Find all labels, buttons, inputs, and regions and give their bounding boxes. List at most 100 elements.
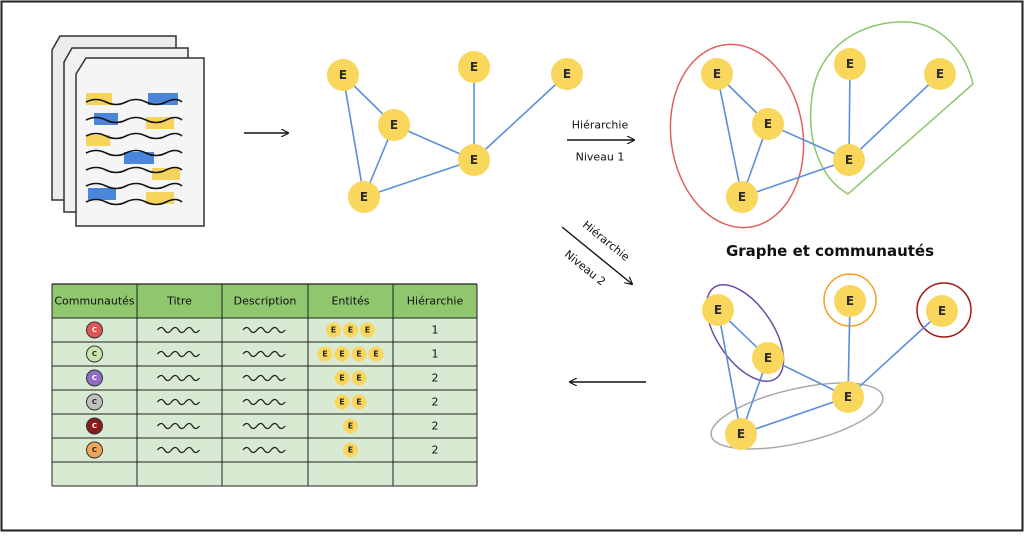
entity-node-label: E bbox=[339, 68, 347, 82]
entity-chip-label: E bbox=[339, 374, 344, 383]
community-badge: C bbox=[86, 393, 103, 411]
graph2-edge bbox=[741, 159, 850, 198]
entity-chip: E bbox=[368, 346, 384, 362]
squiggle-placeholder bbox=[242, 374, 286, 382]
community-badge-label: C bbox=[92, 350, 97, 358]
graph2-entity-node: E bbox=[833, 144, 865, 176]
hierarchy-cell: 2 bbox=[432, 420, 439, 433]
graph3-entity-node: E bbox=[725, 418, 757, 450]
squiggle-placeholder bbox=[242, 326, 286, 334]
graph3-entity-node: E bbox=[752, 342, 784, 374]
graph2-edge bbox=[716, 73, 743, 198]
hierarchy-cell: 2 bbox=[432, 372, 439, 385]
graph1-entity-node: E bbox=[551, 58, 583, 90]
graph1-entity-node: E bbox=[458, 51, 490, 83]
entity-chip-label: E bbox=[339, 398, 344, 407]
squiggle-placeholder bbox=[156, 374, 201, 382]
entity-chip-label: E bbox=[356, 374, 361, 383]
entity-node-label: E bbox=[764, 117, 772, 131]
hierarchy-cell: 1 bbox=[432, 348, 439, 361]
table-header-cell: Titre bbox=[166, 295, 192, 308]
graph1-entity-node: E bbox=[348, 181, 380, 213]
entity-node-label: E bbox=[563, 67, 571, 81]
graph3-edge bbox=[847, 310, 943, 398]
graph2-entity-node: E bbox=[752, 108, 784, 140]
entity-chip: E bbox=[326, 322, 341, 338]
community-gray-outline bbox=[710, 382, 884, 450]
entity-chip-label: E bbox=[348, 422, 353, 431]
entity-chip: E bbox=[351, 394, 367, 410]
entity-chip: E bbox=[334, 346, 350, 362]
graph2-entity-node: E bbox=[701, 58, 733, 90]
graph1-entity-node: E bbox=[458, 144, 490, 176]
community-green-outline bbox=[809, 21, 974, 195]
community-badge-label: C bbox=[92, 446, 97, 454]
community-graph-level1: E E E E E E bbox=[701, 48, 956, 213]
graph2-entity-node: E bbox=[726, 181, 758, 213]
squiggle-placeholder bbox=[156, 422, 201, 430]
document-stack-icon bbox=[51, 35, 205, 227]
community-badge: C bbox=[86, 369, 103, 387]
community-badge-label: C bbox=[92, 374, 97, 382]
entity-node-label: E bbox=[470, 153, 478, 167]
level1-communities bbox=[669, 21, 974, 229]
entity-node-label: E bbox=[737, 427, 745, 441]
entity-chip-label: E bbox=[356, 350, 361, 359]
entity-node-label: E bbox=[846, 57, 854, 71]
entity-chip-label: E bbox=[348, 446, 353, 455]
table-header-cell: Hiérarchie bbox=[407, 295, 464, 308]
table-header-cell: Description bbox=[234, 295, 297, 308]
graph2-edge bbox=[848, 73, 941, 161]
community-badge: C bbox=[86, 321, 103, 339]
hierarchy-cell: 1 bbox=[432, 324, 439, 337]
entity-chip: E bbox=[334, 394, 350, 410]
graph1-entity-node: E bbox=[327, 59, 359, 91]
squiggle-placeholder bbox=[242, 350, 286, 358]
entity-graph: E E E E E E bbox=[327, 51, 583, 213]
community-badge: C bbox=[86, 441, 103, 459]
hierarchy-cell: 2 bbox=[432, 444, 439, 457]
graph3-edge bbox=[847, 300, 851, 398]
squiggle-placeholder bbox=[156, 350, 201, 358]
community-purple-outline bbox=[705, 284, 785, 382]
entity-node-label: E bbox=[470, 60, 478, 74]
entity-chip-label: E bbox=[331, 326, 336, 335]
squiggle-placeholder bbox=[156, 326, 201, 334]
graph1-edge bbox=[342, 74, 365, 198]
entity-chip-label: E bbox=[348, 326, 353, 335]
community-badge: C bbox=[86, 345, 103, 363]
graph2-entity-node: E bbox=[924, 58, 956, 90]
entity-node-label: E bbox=[738, 190, 746, 204]
entity-node-label: E bbox=[936, 67, 944, 81]
entity-chip-label: E bbox=[356, 398, 361, 407]
graph3-entity-node: E bbox=[834, 285, 866, 317]
entity-node-label: E bbox=[845, 153, 853, 167]
arrow-level-1-top-label: Hiérarchie bbox=[572, 119, 629, 132]
entity-node-label: E bbox=[938, 304, 946, 318]
entity-chip: E bbox=[360, 322, 375, 338]
community-badge: C bbox=[86, 417, 103, 435]
community-red-outline bbox=[669, 43, 805, 229]
table-header-cell: Entités bbox=[331, 295, 369, 308]
arrow-level-1-bottom-label: Niveau 1 bbox=[576, 151, 625, 164]
entity-node-label: E bbox=[390, 118, 398, 132]
entity-node-label: E bbox=[844, 390, 852, 404]
graph2-entity-node: E bbox=[834, 48, 866, 80]
squiggle-placeholder bbox=[242, 398, 286, 406]
entity-node-label: E bbox=[846, 294, 854, 308]
community-badge-label: C bbox=[92, 422, 97, 430]
entity-chip-label: E bbox=[322, 350, 327, 359]
squiggle-placeholder bbox=[242, 446, 286, 454]
table-row: C E E 2 bbox=[86, 369, 439, 387]
entity-chip-label: E bbox=[339, 350, 344, 359]
table-header-bg bbox=[52, 284, 477, 318]
community-darkred-outline bbox=[916, 282, 972, 338]
graph3-entity-node: E bbox=[926, 295, 958, 327]
entity-chip-label: E bbox=[365, 326, 370, 335]
table-row: C E 2 bbox=[86, 417, 439, 435]
